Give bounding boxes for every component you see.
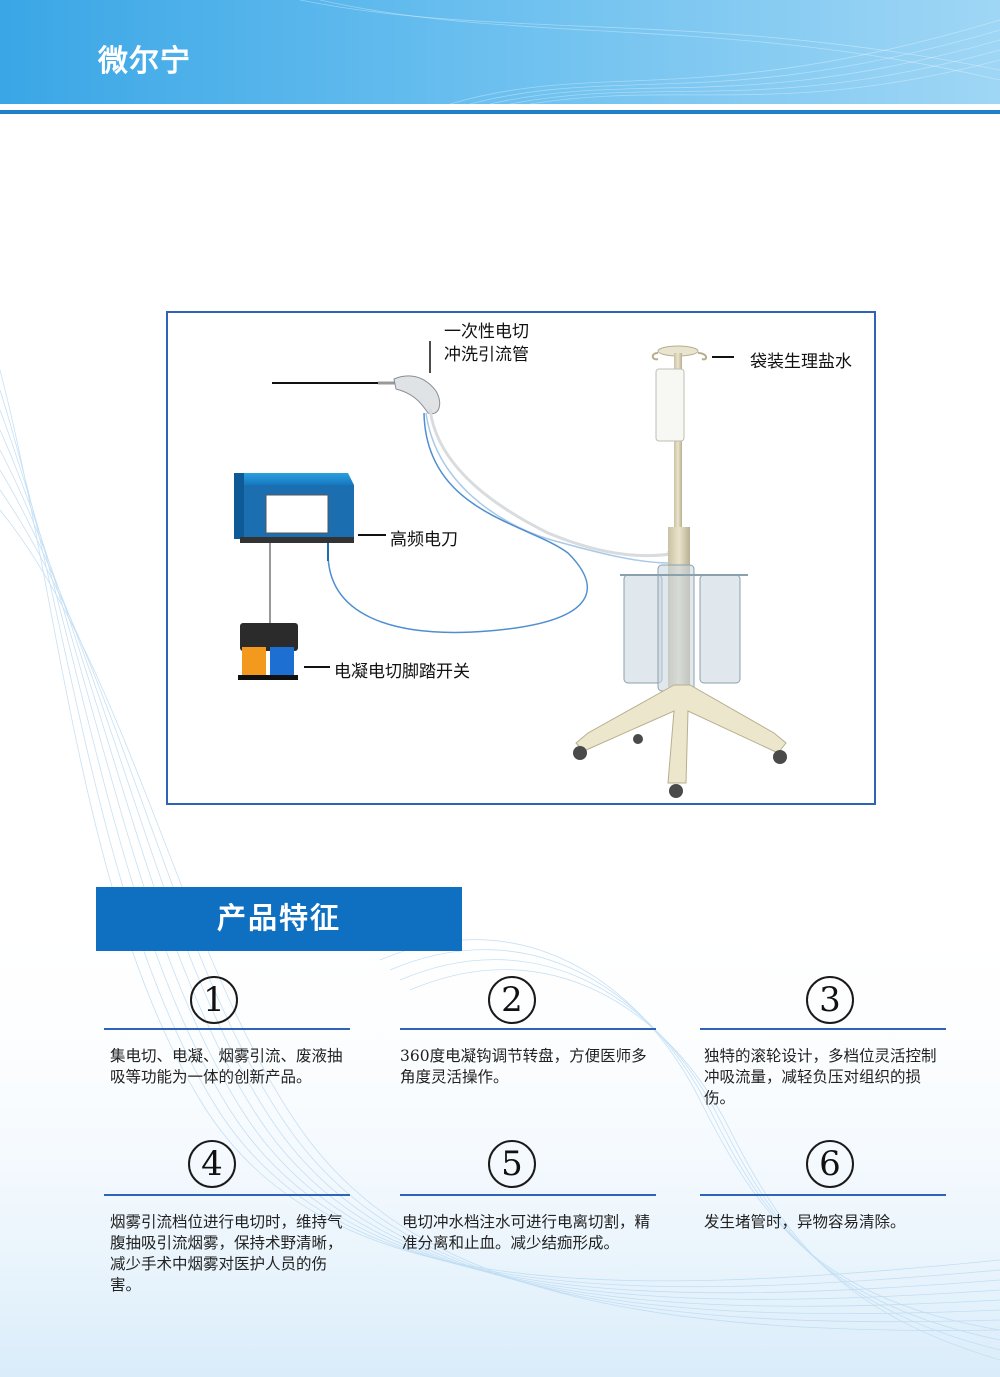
feature-rule xyxy=(700,1194,946,1196)
product-diagram: 一次性电切 冲洗引流管 袋装生理盐水 高频电刀 电凝电切脚踏开关 xyxy=(166,311,876,805)
header-bar xyxy=(0,0,1000,104)
header-background xyxy=(0,0,1000,104)
foot-switch xyxy=(238,623,298,680)
label-electrode-line1: 一次性电切 xyxy=(444,322,529,342)
feature-text: 发生堵管时，异物容易清除。 xyxy=(704,1213,906,1231)
electrode-handle xyxy=(393,375,441,415)
feature-number: 1 xyxy=(190,976,238,1024)
header-rule xyxy=(0,110,1000,114)
features-title: 产品特征 xyxy=(216,901,341,935)
feature-text: 电切冲水档注水可进行电离切割，精准分离和止血。减少结痂形成。 xyxy=(402,1213,651,1252)
feature-text: 烟雾引流档位进行电切时，维持气腹抽吸引流烟雾，保持术野清晰，减少手术中烟雾对医护… xyxy=(110,1213,343,1294)
feature-number: 4 xyxy=(188,1140,236,1188)
feature-number: 3 xyxy=(806,976,854,1024)
feature-text: 360度电凝钩调节转盘，方便医师多角度灵活操作。 xyxy=(400,1047,647,1086)
feature-text: 集电切、电凝、烟雾引流、废液抽吸等功能为一体的创新产品。 xyxy=(110,1047,343,1086)
feature-rule xyxy=(104,1194,350,1196)
label-electrode-line2: 冲洗引流管 xyxy=(444,345,529,365)
feature-rule xyxy=(400,1028,656,1030)
label-footswitch: 电凝电切脚踏开关 xyxy=(334,662,470,682)
features-banner: 产品特征 xyxy=(96,887,462,951)
feature-rule xyxy=(400,1194,656,1196)
feature-text: 独特的滚轮设计，多档位灵活控制冲吸流量，减轻负压对组织的损伤。 xyxy=(704,1047,937,1107)
brand-name: 微尔宁 xyxy=(98,44,191,79)
feature-number: 5 xyxy=(488,1140,536,1188)
feature-number: 6 xyxy=(806,1140,854,1188)
label-saline: 袋装生理盐水 xyxy=(750,352,852,372)
feature-rule xyxy=(700,1028,946,1030)
feature-rule xyxy=(104,1028,350,1030)
feature-number: 2 xyxy=(488,976,536,1024)
system-illustration xyxy=(234,341,787,798)
iv-pole-stand xyxy=(573,345,787,798)
label-generator: 高频电刀 xyxy=(390,530,458,550)
electrosurgical-generator xyxy=(234,473,354,543)
